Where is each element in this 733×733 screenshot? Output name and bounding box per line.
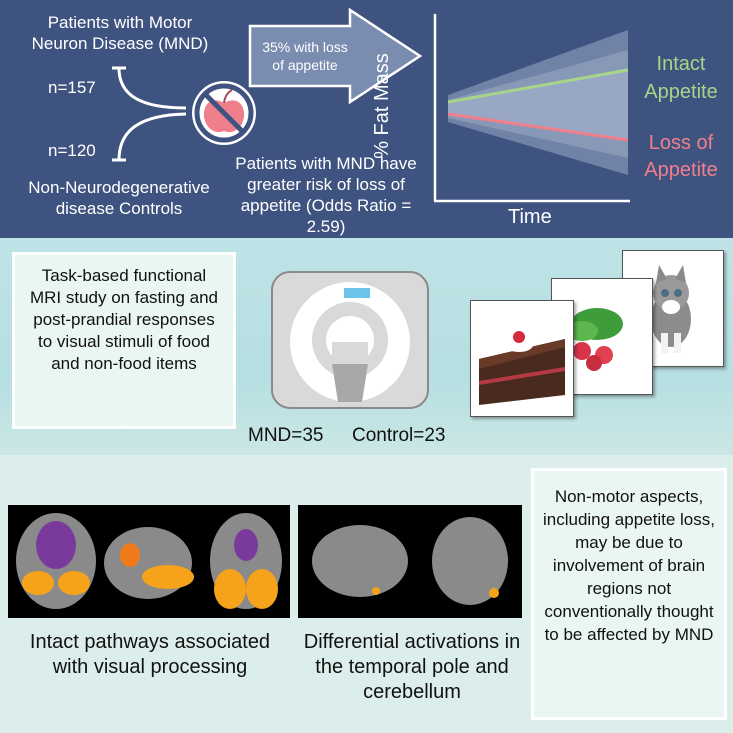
differential-activation-brain-images bbox=[298, 505, 522, 618]
intact-line bbox=[447, 68, 629, 104]
mnd-n: n=157 bbox=[48, 78, 96, 97]
study-description: Task-based functional MRI study on fasti… bbox=[12, 252, 236, 429]
control-count: Control=23 bbox=[352, 425, 446, 446]
intact-appetite-label: Intact Appetite bbox=[644, 53, 718, 103]
top-graphics bbox=[112, 7, 630, 203]
visual-caption: Intact pathways associated with visual p… bbox=[29, 631, 271, 678]
mnd-count: MND=35 bbox=[248, 425, 324, 446]
conclusion-box: Non-motor aspects, including appetite lo… bbox=[531, 468, 727, 720]
x-axis-label: Time bbox=[508, 206, 552, 228]
mnd-group-label: Patients with Motor Neuron Disease (MND) bbox=[31, 13, 209, 53]
fat-mass-chart bbox=[433, 14, 630, 203]
y-axis-label: % Fat Mass bbox=[371, 53, 393, 159]
no-appetite-icon bbox=[192, 81, 256, 145]
loss-line bbox=[447, 112, 629, 142]
differential-caption: Differential activations in the temporal… bbox=[303, 631, 521, 703]
merge-lines bbox=[112, 66, 187, 162]
cake-card bbox=[470, 300, 574, 417]
control-group-label: Non-Neurodegenerative disease Controls bbox=[28, 178, 210, 218]
loss-appetite-label: Loss of Appetite bbox=[644, 132, 718, 181]
loss-arrow bbox=[248, 7, 423, 105]
control-n: n=120 bbox=[48, 141, 96, 160]
mri-scanner-icon bbox=[271, 271, 429, 409]
arrow-text: 35% with loss of appetite bbox=[262, 39, 348, 73]
risk-text: Patients with MND have greater risk of l… bbox=[235, 154, 417, 236]
visual-processing-brain-images bbox=[8, 505, 290, 618]
